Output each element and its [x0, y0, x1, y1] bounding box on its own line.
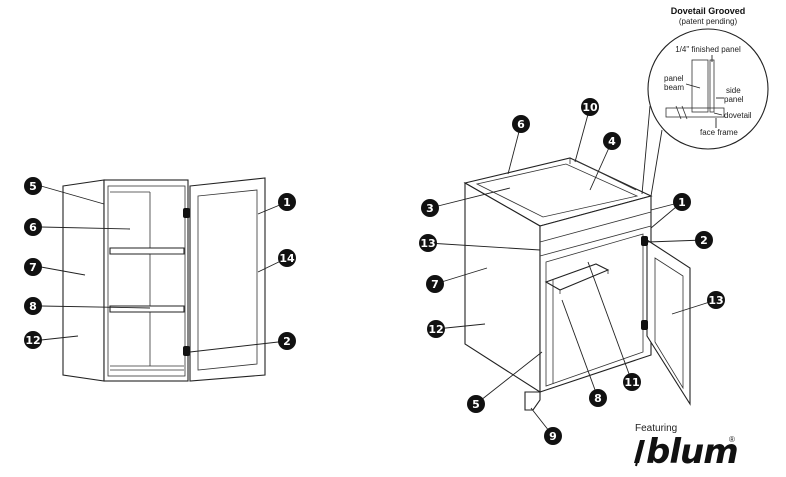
label-side: side — [726, 86, 741, 95]
label-dovetail: dovetail — [724, 111, 752, 120]
wall-cabinet-illustration — [62, 177, 266, 382]
callout-badge: 12 — [24, 331, 42, 349]
wall-cabinet-leaders — [40, 185, 288, 353]
svg-text:13: 13 — [708, 294, 723, 307]
blum-logo-icon — [634, 440, 645, 467]
svg-text:12: 12 — [428, 323, 443, 336]
callout-badge: 1 — [673, 193, 691, 211]
callout-badge: 4 — [603, 132, 621, 150]
base-cabinet-illustration — [463, 157, 691, 411]
callout-badge: 7 — [24, 258, 42, 276]
svg-text:1: 1 — [678, 196, 686, 209]
callout-badge: 6 — [512, 115, 530, 133]
callout-badge: 5 — [24, 177, 42, 195]
svg-text:5: 5 — [472, 398, 480, 411]
label-panel: panel — [664, 74, 684, 83]
svg-text:6: 6 — [29, 221, 37, 234]
svg-text:2: 2 — [283, 335, 291, 348]
hinge-icon — [641, 236, 648, 246]
svg-text:9: 9 — [549, 430, 557, 443]
svg-text:6: 6 — [517, 118, 525, 131]
base-cabinet-callouts: 6 10 4 3 1 2 13 7 12 13 5 8 11 9 — [419, 98, 725, 445]
svg-text:8: 8 — [594, 392, 602, 405]
hinge-icon — [641, 320, 648, 330]
svg-text:2: 2 — [700, 234, 708, 247]
blum-logo-text: blum — [646, 432, 738, 472]
svg-text:1: 1 — [283, 196, 291, 209]
svg-text:12: 12 — [25, 334, 40, 347]
callout-badge: 7 — [426, 275, 444, 293]
svg-text:5: 5 — [29, 180, 37, 193]
base-cabinet-leaders — [427, 106, 717, 437]
svg-text:11: 11 — [624, 376, 639, 389]
svg-text:10: 10 — [582, 101, 598, 114]
detail-subtitle: (patent pending) — [679, 17, 738, 26]
callout-badge: 9 — [544, 427, 562, 445]
label-side-panel: panel — [724, 95, 744, 104]
label-beam: beam — [664, 83, 684, 92]
svg-text:3: 3 — [426, 202, 434, 215]
callout-badge: 12 — [427, 320, 445, 338]
svg-text:4: 4 — [608, 135, 616, 148]
label-face-frame: face frame — [700, 128, 738, 137]
hinge-icon — [183, 208, 190, 218]
blum-branding: Featuring blum ® — [634, 423, 739, 472]
callout-badge: 2 — [695, 231, 713, 249]
callout-badge: 8 — [589, 389, 607, 407]
callout-badge: 3 — [421, 199, 439, 217]
label-finished-panel: 1/4" finished panel — [675, 45, 741, 54]
svg-text:7: 7 — [29, 261, 37, 274]
svg-text:13: 13 — [420, 237, 435, 250]
wall-cabinet-callouts: 5 6 7 8 12 1 14 2 — [24, 177, 296, 350]
callout-badge: 1 — [278, 193, 296, 211]
callout-badge: 14 — [278, 249, 296, 267]
callout-badge: 11 — [623, 373, 641, 391]
callout-badge: 8 — [24, 297, 42, 315]
callout-badge: 13 — [419, 234, 437, 252]
callout-badge: 13 — [707, 291, 725, 309]
svg-text:8: 8 — [29, 300, 37, 313]
detail-title: Dovetail Grooved — [671, 6, 746, 16]
dovetail-detail: Dovetail Grooved (patent pending) 1/4" f… — [641, 6, 769, 197]
svg-text:7: 7 — [431, 278, 439, 291]
callout-badge: 6 — [24, 218, 42, 236]
featuring-label: Featuring — [635, 423, 677, 434]
callout-badge: 2 — [278, 332, 296, 350]
callout-badge: 10 — [581, 98, 599, 116]
hinge-icon — [183, 346, 190, 356]
registered-mark: ® — [729, 435, 735, 444]
svg-text:14: 14 — [279, 252, 295, 265]
callout-badge: 5 — [467, 395, 485, 413]
